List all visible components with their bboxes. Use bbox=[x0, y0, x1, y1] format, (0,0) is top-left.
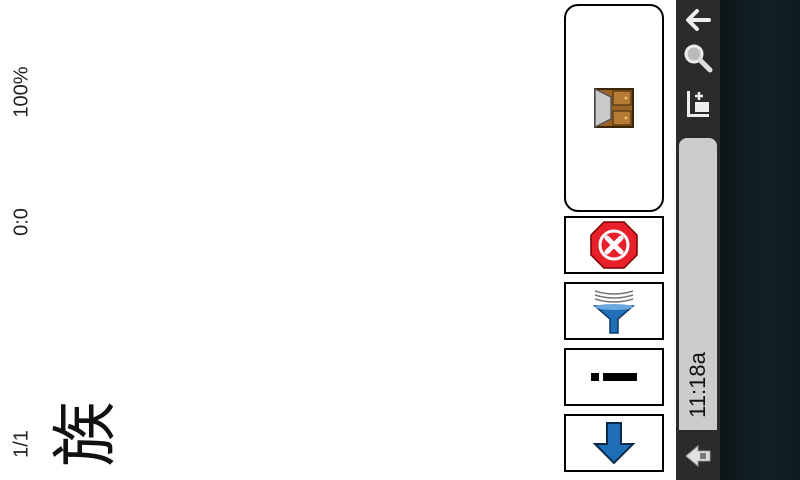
minus-button[interactable] bbox=[564, 348, 664, 406]
minus-icon bbox=[591, 373, 637, 381]
wallpaper bbox=[720, 0, 800, 480]
list-add-icon bbox=[687, 91, 709, 117]
book-icon bbox=[594, 87, 634, 129]
home-button[interactable] bbox=[678, 436, 718, 476]
home-icon bbox=[685, 444, 711, 468]
clock-area bbox=[679, 138, 717, 430]
stop-x-icon bbox=[590, 221, 638, 269]
open-book-button[interactable] bbox=[564, 4, 664, 212]
position-readout: 0:0 bbox=[10, 208, 33, 236]
page-indicator: 1/1 bbox=[10, 430, 33, 458]
clock-time: 11:18a bbox=[685, 352, 710, 418]
search-icon bbox=[684, 44, 713, 73]
filter-button[interactable] bbox=[564, 282, 664, 340]
arrow-down-icon bbox=[592, 422, 636, 465]
close-button[interactable] bbox=[564, 216, 664, 274]
zoom-level: 100% bbox=[10, 66, 33, 118]
search-button[interactable] bbox=[678, 38, 718, 78]
scroll-down-button[interactable] bbox=[564, 414, 664, 472]
back-arrow-icon bbox=[686, 9, 711, 31]
funnel-icon bbox=[592, 290, 636, 334]
menu-button[interactable] bbox=[678, 84, 718, 124]
back-button[interactable] bbox=[678, 0, 718, 40]
current-character: 族 bbox=[47, 401, 124, 467]
